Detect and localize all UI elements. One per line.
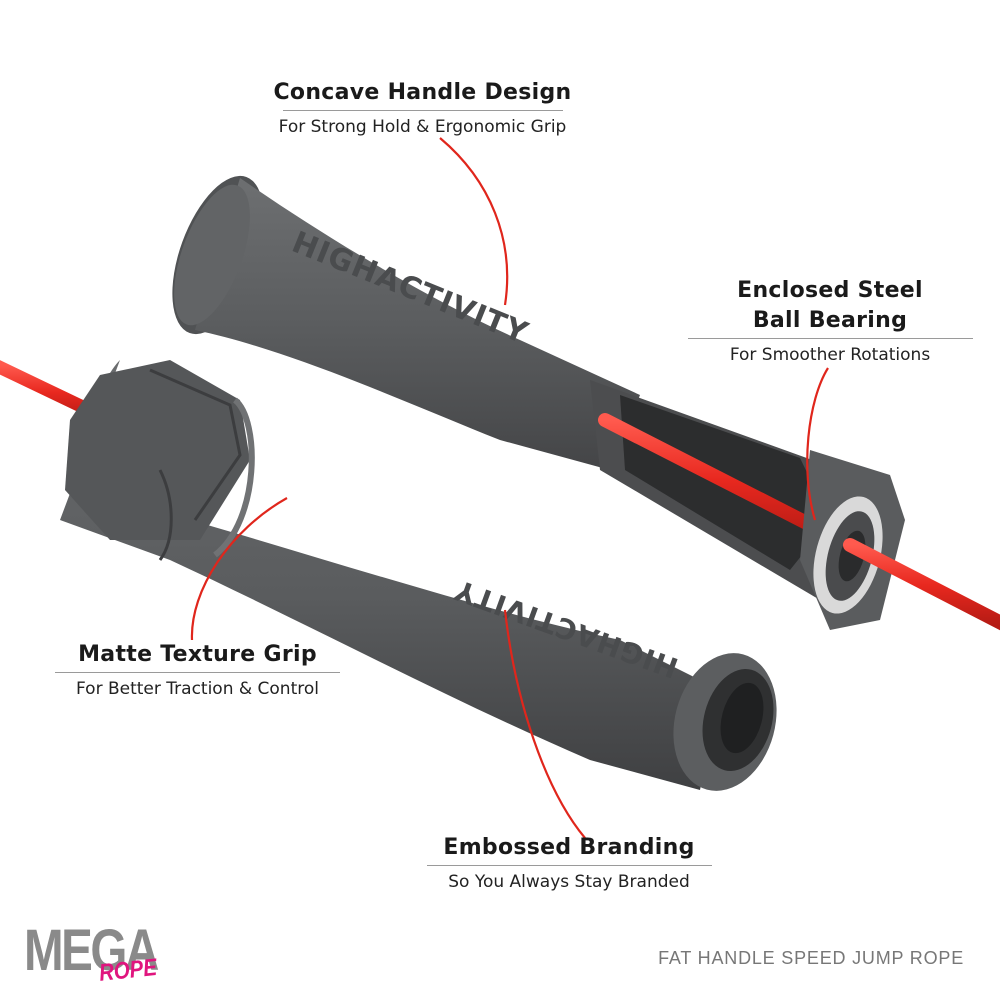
leader-embossed [503,609,586,839]
callout-bearing-title-line1: Enclosed Steel [737,278,923,303]
rope-inside-slot [598,413,847,547]
leader-concave [439,137,509,306]
callout-matte-grip: Matte Texture Grip For Better Traction &… [50,640,345,701]
callout-concave-handle: Concave Handle Design For Strong Hold & … [250,78,595,139]
callout-concave-subtitle: For Strong Hold & Ergonomic Grip [278,117,567,137]
callout-embossed-title: Embossed Branding [443,835,695,860]
leader-lines [190,137,829,839]
callout-bearing: Enclosed Steel Ball Bearing For Smoother… [685,276,975,367]
callout-bearing-rule [687,338,973,339]
callout-embossed-rule [426,865,712,866]
callout-matte-rule [55,672,340,673]
leader-bearing [806,367,829,521]
callout-bearing-title-line2: Ball Bearing [752,308,908,333]
callout-matte-subtitle: For Better Traction & Control [76,679,319,699]
callout-matte-title: Matte Texture Grip [78,642,317,667]
logo-rope: ROPE [97,953,159,987]
rope-right [843,538,1000,631]
callout-embossed-subtitle: So You Always Stay Branded [448,872,690,892]
logo-mega: MEGA [24,918,159,983]
product-tagline: FAT HANDLE SPEED JUMP ROPE [658,948,964,968]
leader-matte [190,497,288,641]
callout-bearing-subtitle: For Smoother Rotations [729,345,931,365]
callout-concave-rule [282,110,563,111]
callout-embossed-branding: Embossed Branding So You Always Stay Bra… [420,833,718,894]
megarope-logo: MEGA ROPE [24,922,164,994]
callout-concave-title: Concave Handle Design [273,80,572,105]
